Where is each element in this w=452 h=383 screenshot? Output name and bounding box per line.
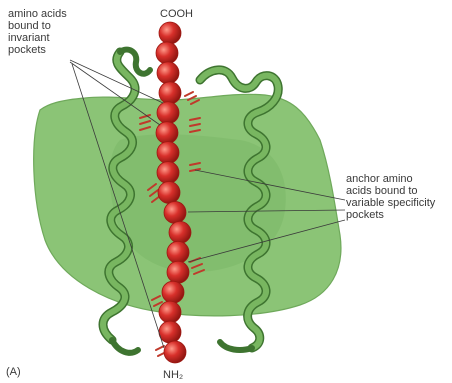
anchor-pockets-label: anchor amino acids bound to variable spe… — [346, 173, 435, 221]
amino-acid-residue — [159, 301, 181, 323]
anchor-line-4: pockets — [346, 209, 435, 221]
invariant-line-4: pockets — [8, 44, 67, 56]
panel-label: (A) — [6, 366, 21, 378]
invariant-pockets-label: amino acids bound to invariant pockets — [8, 8, 67, 56]
anchor-line-3: variable specificity — [346, 197, 435, 209]
amino-acid-residue — [157, 142, 179, 164]
amino-acid-residue — [159, 321, 181, 343]
amino-acid-residue — [157, 102, 179, 124]
amino-acid-residue — [156, 42, 178, 64]
invariant-line-3: invariant — [8, 32, 67, 44]
amino-acid-residue — [164, 341, 186, 363]
amino-acid-residue — [158, 182, 180, 204]
amino-acid-residue — [157, 162, 179, 184]
nh2-terminus-label: NH₂ — [163, 369, 183, 381]
invariant-line-2: bound to — [8, 20, 67, 32]
amino-acid-residue — [167, 241, 189, 263]
invariant-line-1: amino acids — [8, 8, 67, 20]
amino-acid-residue — [164, 201, 186, 223]
amino-acid-residue — [157, 62, 179, 84]
amino-acid-residue — [159, 22, 181, 44]
anchor-line-1: anchor amino — [346, 173, 435, 185]
anchor-line-2: acids bound to — [346, 185, 435, 197]
amino-acid-residue — [162, 281, 184, 303]
amino-acid-residue — [169, 221, 191, 243]
amino-acid-residue — [167, 261, 189, 283]
amino-acid-residue — [159, 82, 181, 104]
cooh-terminus-label: COOH — [160, 8, 193, 20]
